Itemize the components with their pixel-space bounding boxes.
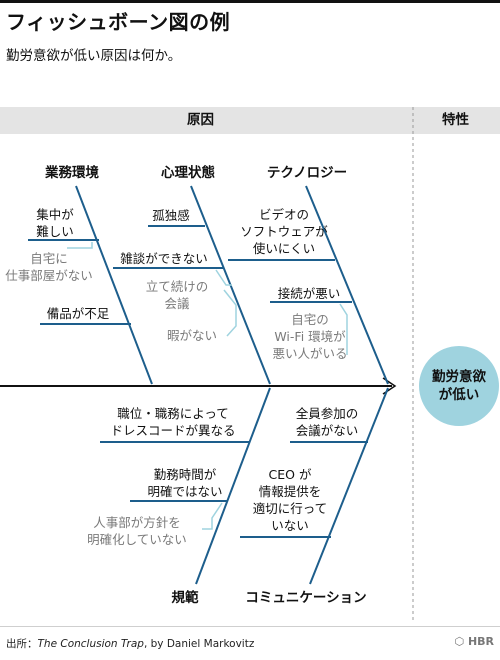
bone-rules [195,387,271,585]
cause-ceo: CEO が 情報提供を 適切に行って いない [252,467,328,533]
cause-no-chat: 雑談ができない [120,251,208,266]
category-communication: コミュニケーション [245,590,367,606]
sub-cause-standing: 立て続けの 会議 [145,279,209,311]
cause-isolation: 孤独感 [152,208,190,223]
bone-technology [305,185,389,385]
cause-hours: 勤務時間が 明確ではない [147,467,223,499]
page-title: フィッシュボーン図の例 [6,10,231,34]
source-prefix: 出所： [6,638,38,650]
sub-rib-wifi [339,303,348,355]
bone-business-env [75,185,153,385]
cause-video: ビデオの ソフトウェアが 使いにくい [240,207,328,256]
sub-cause-no-time: 暇がない [166,328,218,343]
bone-communication [309,387,389,585]
sub-cause-wifi: 自宅の Wi-Fi 環境が 悪い人がいる [272,312,348,361]
sub-cause-hr-policy: 人事部が方針を 明確化していない [87,515,187,547]
sub-rib-hr-policy [202,502,223,530]
brand-text: HBR [467,635,494,648]
cause-concentrate: 集中が 難しい [36,207,74,239]
header-bar [0,107,500,134]
sub-rib-standing [215,269,232,286]
category-rules: 規範 [171,590,199,606]
sub-rib-home-office [67,242,93,249]
cause-all-hands: 全員参加の 会議がない [295,406,359,438]
effect-circle: 勤労意欲 が低い [419,346,499,426]
cause-equipment: 備品が不足 [46,306,110,321]
cause-connection: 接続が悪い [277,286,341,301]
category-psychology: 心理状態 [161,165,215,181]
page-subtitle: 勤労意欲が低い原因は何か。 [6,48,182,64]
source-book: The Conclusion Trap [37,638,144,650]
causes-header: 原因 [187,112,214,128]
sub-cause-home-office: 自宅に 仕事部屋がない [5,251,93,283]
sub-rib-no-time [223,289,237,337]
source-note: 出所：The Conclusion Trap, by Daniel Markov… [6,636,254,651]
top-rule [0,0,500,3]
effect-label: 勤労意欲 が低い [432,369,486,403]
category-technology: テクノロジー [266,165,348,181]
footer-rule [0,626,500,627]
brand-logo: ⬡ HBR [454,635,495,648]
source-author: , by Daniel Markovitz [143,638,255,650]
effect-header: 特性 [442,112,469,128]
cause-dress: 職位・職務によって ドレスコードが異なる [110,406,236,438]
category-business-env: 業務環境 [45,165,99,181]
